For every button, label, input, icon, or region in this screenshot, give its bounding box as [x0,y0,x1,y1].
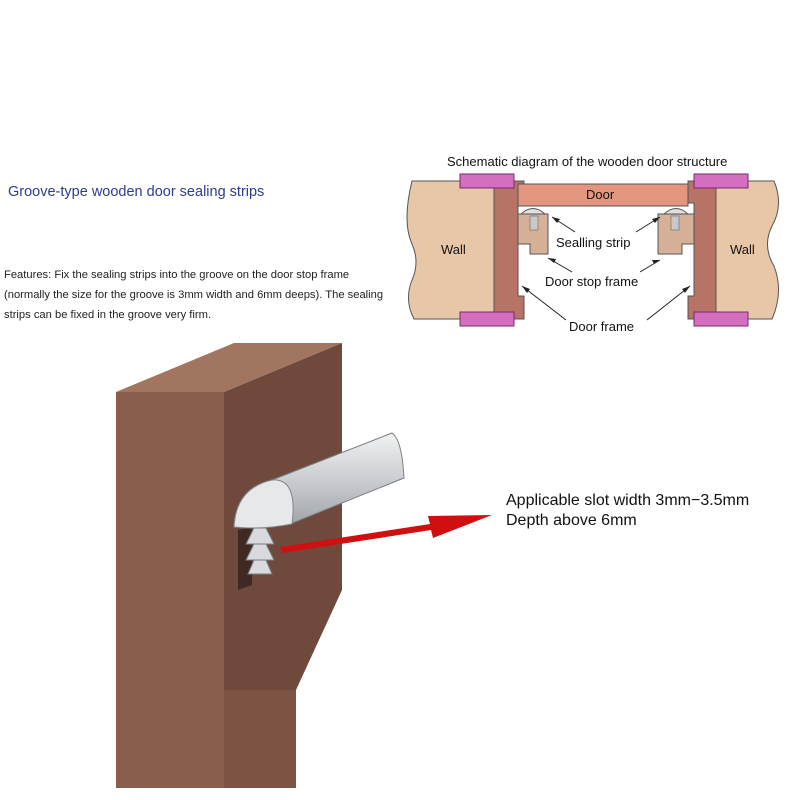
wall-right-label: Wall [730,242,755,257]
right-strip-groove [670,215,680,231]
slot-specification: Applicable slot width 3mm−3.5mm Depth ab… [506,491,749,531]
left-strip-groove [529,215,539,231]
page-heading: Groove-type wooden door sealing strips [8,184,265,200]
wall-left-label: Wall [441,242,466,257]
door-label: Door [586,187,615,202]
right-door-frame [687,180,717,320]
left-wall [406,180,497,320]
slot-depth-text: Depth above 6mm [506,512,637,529]
left-sealing-strip [519,208,547,215]
leader-arrowheads [522,217,690,293]
sealing-strip-fins [245,527,275,575]
trim-top-left [459,173,515,189]
right-door-stop-frame [657,213,695,255]
red-pointer-arrow [280,515,492,553]
door-stop-frame-label: Door stop frame [545,274,638,289]
left-door-stop-frame [517,213,549,255]
door-panel [517,183,689,207]
slot-width-text: Applicable slot width 3mm−3.5mm [506,492,750,509]
wood-lower-face [224,690,296,788]
wood-top-face [116,343,342,392]
right-wall [715,180,779,320]
right-sealing-strip [662,208,690,215]
trim-bottom-left [459,311,515,327]
wood-front-face [116,392,224,788]
door-frame-label: Door frame [569,319,634,334]
schematic-title: Schematic diagram of the wooden door str… [447,154,727,169]
sealing-strip-label: Sealling strip [556,235,630,250]
trim-top-right [693,173,749,189]
features-text: Features: Fix the sealing strips into th… [4,269,384,321]
trim-bottom-right [693,311,749,327]
